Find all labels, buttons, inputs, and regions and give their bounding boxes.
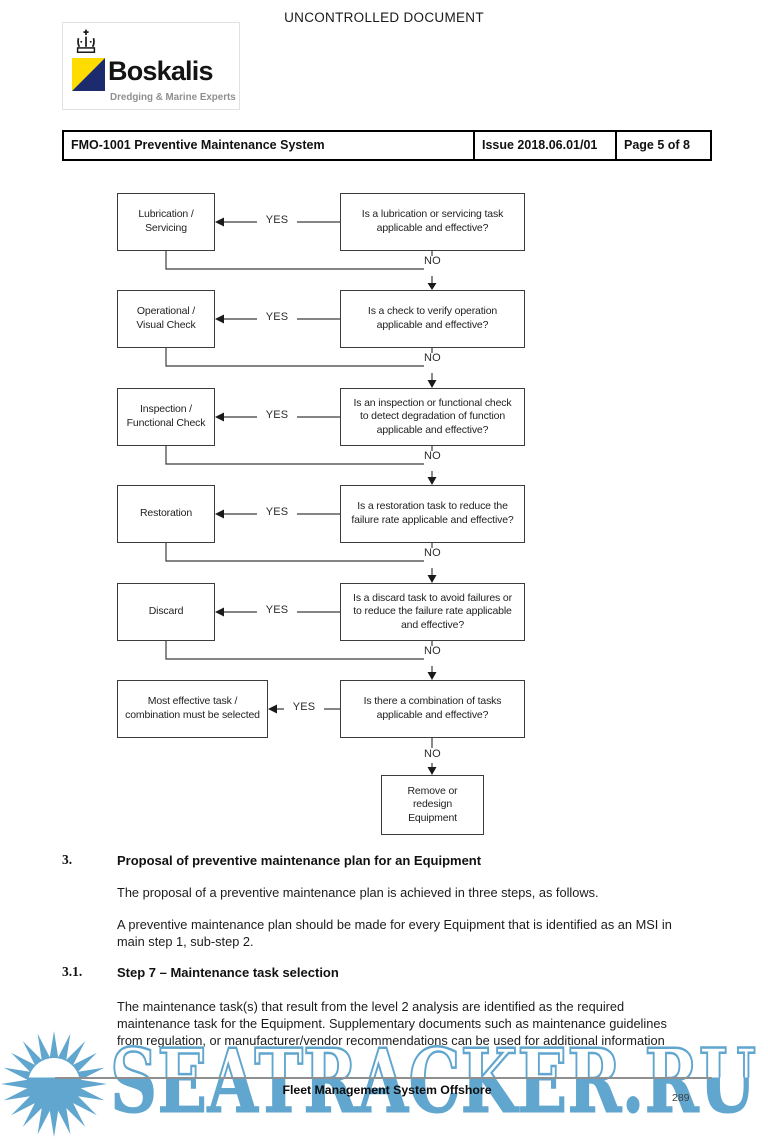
paragraph-1: The proposal of a preventive maintenance…	[117, 885, 599, 900]
maintenance-task-flowchart: Lubrication / Servicing Is a lubrication…	[0, 185, 768, 840]
no-label-5: NO	[424, 748, 441, 760]
action-box-inspection-functional-check: Inspection / Functional Check	[117, 388, 215, 446]
no-label-4: NO	[424, 645, 441, 657]
terminal-box-remove-redesign: Remove or redesign Equipment	[381, 775, 484, 835]
no-label-0: NO	[424, 255, 441, 267]
yes-label-4: YES	[257, 604, 297, 616]
seatracker-watermark: SEATRACKER.RU SEATRACKER.RU	[1, 1028, 757, 1137]
yes-label-2: YES	[257, 409, 297, 421]
no-label-2: NO	[424, 450, 441, 462]
boskalis-logo: Boskalis Dredging & Marine Experts	[62, 22, 240, 110]
uncontrolled-document-label: UNCONTROLLED DOCUMENT	[284, 10, 484, 25]
no-label-3: NO	[424, 547, 441, 559]
page-number: 289	[672, 1092, 690, 1104]
question-box-lubrication-servicing: Is a lubrication or servicing task appli…	[340, 193, 525, 251]
question-box-combination: Is there a combination of tasks applicab…	[340, 680, 525, 738]
doc-issue-cell: Issue 2018.06.01/01	[475, 132, 617, 159]
watermark-text-solid: SEATRACKER.RU	[110, 1029, 756, 1133]
action-box-lubrication-servicing: Lubrication / Servicing	[117, 193, 215, 251]
flowchart-connector-lines	[165, 217, 437, 775]
doc-title-cell: FMO-1001 Preventive Maintenance System	[64, 132, 475, 159]
logo-wordmark: Boskalis	[108, 56, 213, 86]
action-box-restoration: Restoration	[117, 485, 215, 543]
action-box-discard: Discard	[117, 583, 215, 641]
section-3-number: 3.	[62, 852, 73, 867]
question-box-discard: Is a discard task to avoid failures or t…	[340, 583, 525, 641]
action-box-operational-visual-check: Operational / Visual Check	[117, 290, 215, 348]
footer-rule	[55, 1077, 712, 1079]
watermark-text-outline: SEATRACKER.RU	[110, 1029, 756, 1133]
question-box-restoration: Is a restoration task to reduce the fail…	[340, 485, 525, 543]
section-3-1-title: Step 7 – Maintenance task selection	[117, 965, 339, 980]
logo-flag-icon	[72, 58, 105, 91]
doc-info-table: FMO-1001 Preventive Maintenance System I…	[62, 130, 712, 161]
section-3-title: Proposal of preventive maintenance plan …	[117, 853, 482, 868]
yes-label-3: YES	[257, 506, 297, 518]
yes-label-5: YES	[284, 701, 324, 713]
section-3-1-number: 3.1.	[62, 964, 83, 979]
no-label-1: NO	[424, 352, 441, 364]
paragraph-2: A preventive maintenance plan should be …	[117, 917, 672, 949]
yes-label-1: YES	[257, 311, 297, 323]
sun-icon	[1, 1031, 107, 1137]
logo-tagline: Dredging & Marine Experts	[110, 92, 236, 103]
paragraph-3: The maintenance task(s) that result from…	[117, 999, 667, 1048]
question-box-inspection-functional-check: Is an inspection or functional check to …	[340, 388, 525, 446]
footer-title: Fleet Management System Offshore	[282, 1083, 492, 1097]
question-box-verify-operation: Is a check to verify operation applicabl…	[340, 290, 525, 348]
yes-label-0: YES	[257, 214, 297, 226]
crown-icon	[76, 29, 96, 53]
action-box-most-effective-task: Most effective task / combination must b…	[117, 680, 268, 738]
doc-page-cell: Page 5 of 8	[624, 138, 690, 152]
